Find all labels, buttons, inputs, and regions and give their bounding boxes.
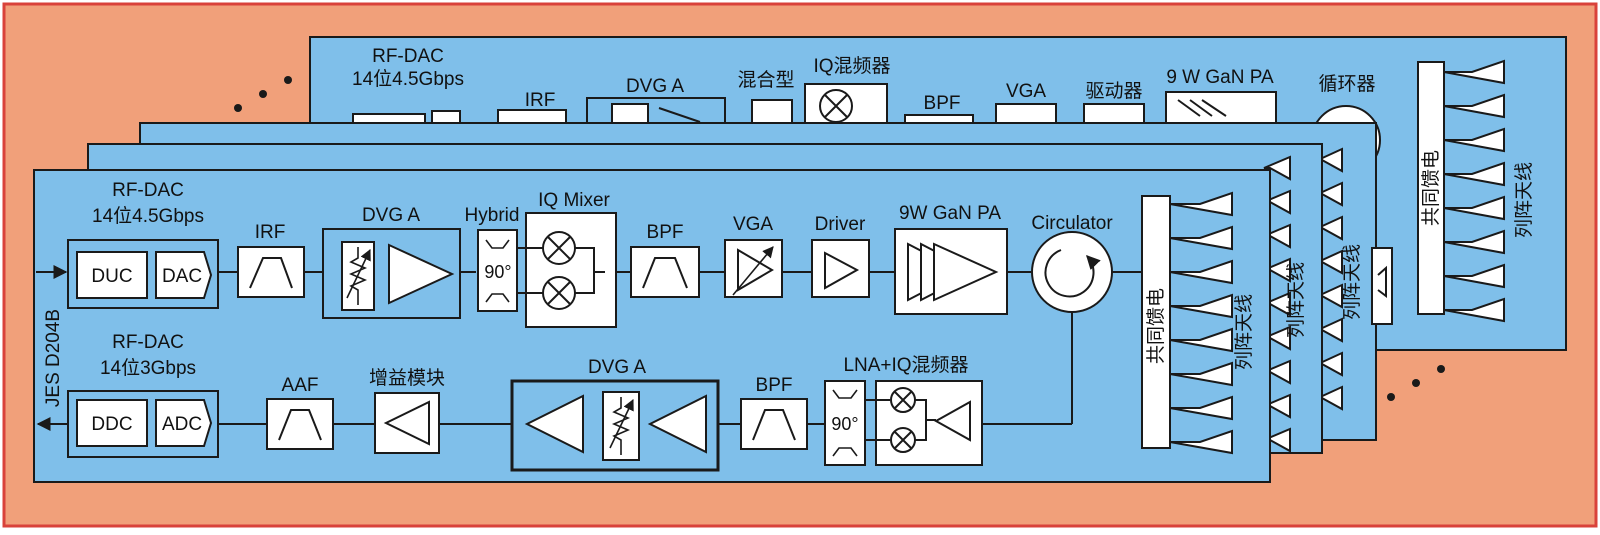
tx-rfdac-title: RF-DAC — [112, 180, 184, 201]
back-hybrid-label: 混合型 — [737, 69, 794, 91]
back-dvga-label: DVG A — [626, 76, 684, 97]
back-antenna-element — [1443, 93, 1505, 119]
rx-rfdac-spec: 14位3Gbps — [100, 357, 196, 379]
back-antenna-array — [1443, 59, 1505, 323]
rx-lna-mixer-label: LNA+IQ混频器 — [843, 354, 968, 376]
back-antenna-element — [1443, 229, 1505, 255]
tx-circulator-label: Circulator — [1031, 213, 1113, 234]
front-antenna-array — [1169, 191, 1233, 455]
back-feed-label: 共同馈电 — [1420, 150, 1442, 226]
tx-vga-label: VGA — [733, 214, 773, 235]
middle-array-label-1: 列阵天线 — [1341, 244, 1363, 320]
adc-block — [155, 399, 213, 447]
middle-antenna-array-2 — [1263, 155, 1291, 453]
adc-label: ADC — [162, 414, 202, 435]
back-irf-label: IRF — [525, 90, 556, 111]
rx-bpf-label: BPF — [756, 375, 793, 396]
duc-label: DUC — [91, 266, 132, 287]
front-feed-block — [1141, 195, 1171, 449]
ddc-label: DDC — [91, 414, 132, 435]
tx-bpf-label: BPF — [647, 222, 684, 243]
tx-hybrid-block — [477, 229, 518, 312]
back-array-label: 列阵天线 — [1513, 162, 1535, 238]
front-board: JES D204B RF-DAC 14位4.5Gbps DUC DAC IRF … — [33, 169, 1271, 483]
tx-driver-label: Driver — [815, 214, 866, 235]
back-bpf-label: BPF — [924, 93, 961, 114]
tx-hybrid-label: Hybrid — [465, 205, 520, 226]
middle-array-label-2: 列阵天线 — [1285, 262, 1307, 338]
back-pa-label: 9 W GaN PA — [1166, 67, 1274, 88]
dac-label: DAC — [162, 266, 202, 287]
tx-irf-block — [237, 246, 305, 298]
middle-antenna-element — [1263, 155, 1291, 181]
duc-block — [76, 251, 148, 299]
rx-dvga-label: DVG A — [588, 357, 646, 378]
tx-circulator-block — [1031, 231, 1113, 313]
back-rfdac-title: RF-DAC — [372, 46, 444, 67]
tx-bpf-block — [630, 246, 700, 298]
back-antenna-element — [1443, 161, 1505, 187]
back-vga-label: VGA — [1006, 81, 1046, 102]
front-antenna-element — [1169, 429, 1233, 455]
back-circulator-label: 循环器 — [1318, 73, 1375, 95]
continuation-dots-top — [234, 76, 292, 112]
back-driver-label: 驱动器 — [1085, 80, 1142, 102]
tx-irf-label: IRF — [255, 222, 286, 243]
ddc-block — [76, 399, 148, 447]
front-array-label: 列阵天线 — [1233, 294, 1255, 370]
tx-hybrid-phase: 90° — [484, 262, 511, 282]
back-rfdac-spec: 14位4.5Gbps — [352, 68, 464, 90]
tx-dvga-amplifier — [388, 243, 455, 305]
front-antenna-element — [1169, 293, 1233, 319]
front-antenna-element — [1169, 395, 1233, 421]
rx-aaf-label: AAF — [282, 375, 319, 396]
back-antenna-element — [1443, 59, 1505, 85]
continuation-dots-bottom — [1387, 365, 1445, 401]
rx-hybrid-block — [824, 380, 866, 466]
tx-pa-label: 9W GaN PA — [899, 203, 1001, 224]
rx-gain-label: 增益模块 — [369, 367, 445, 389]
back-antenna-element — [1443, 127, 1505, 153]
jesd-label: JES D204B — [43, 309, 64, 407]
front-antenna-element — [1169, 259, 1233, 285]
tx-rfdac-spec: 14位4.5Gbps — [92, 205, 204, 227]
front-antenna-element — [1169, 191, 1233, 217]
rx-aaf-block — [266, 398, 334, 450]
front-antenna-element — [1169, 361, 1233, 387]
rx-bpf-block — [740, 398, 808, 450]
dac-block — [155, 251, 213, 299]
front-feed-label: 共同馈电 — [1145, 288, 1167, 364]
tx-dvga-label: DVG A — [362, 205, 420, 226]
back-iqmixer-label: IQ混频器 — [813, 55, 890, 77]
rx-rfdac-title: RF-DAC — [112, 332, 184, 353]
rx-hybrid-phase: 90° — [831, 414, 858, 434]
front-antenna-element — [1169, 225, 1233, 251]
back-antenna-element — [1443, 263, 1505, 289]
front-antenna-element — [1169, 327, 1233, 353]
tx-iqmixer-label: IQ Mixer — [538, 190, 610, 211]
back-antenna-element — [1443, 195, 1505, 221]
tx-iqmixer-block — [525, 212, 617, 328]
back-antenna-element — [1443, 297, 1505, 323]
